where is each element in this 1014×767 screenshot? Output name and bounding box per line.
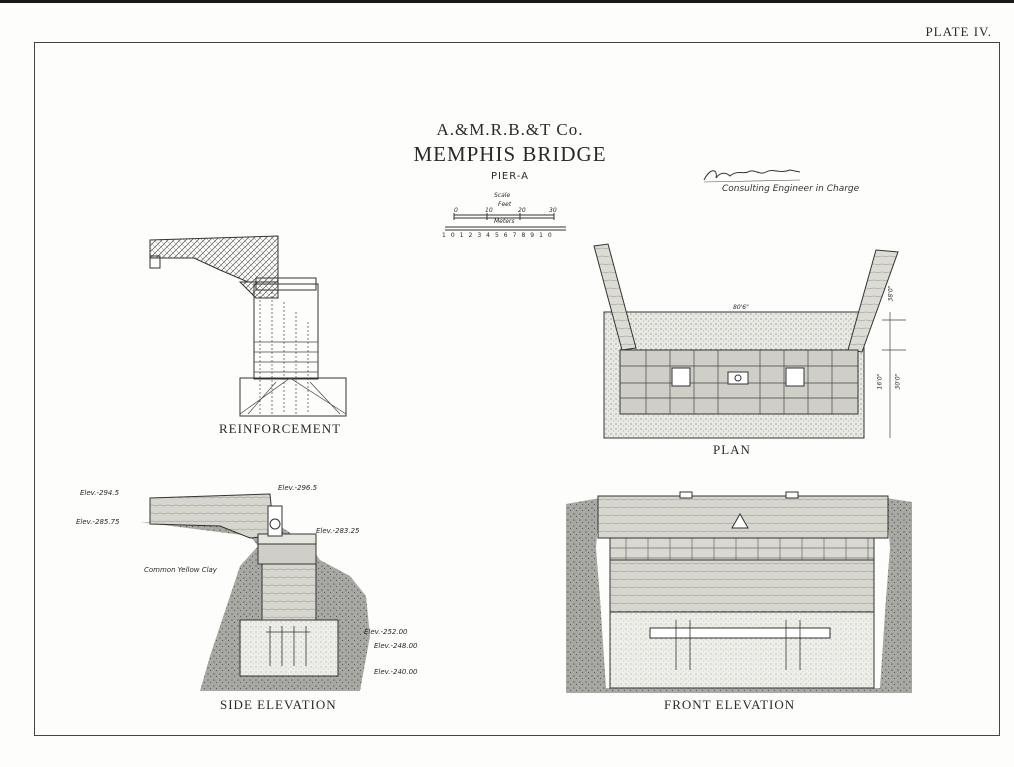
- pier-label: PIER-A: [490, 171, 530, 182]
- meter-tick: 9: [530, 232, 540, 239]
- front-elevation-drawing: [566, 491, 912, 693]
- elev-252-label: Elev.-252.00: [364, 628, 408, 636]
- meter-tick: 1: [442, 232, 451, 239]
- meter-tick: 4: [486, 232, 495, 239]
- engineer-role: Consulting Engineer in Charge: [722, 184, 860, 194]
- front-elevation-title: FRONT ELEVATION: [664, 697, 796, 712]
- meter-tick: 3: [477, 232, 487, 239]
- plan-title: PLAN: [713, 442, 751, 457]
- meter-tick: 0: [450, 232, 460, 239]
- company-name: A.&M.R.B.&T Co.: [436, 120, 584, 139]
- meter-tick: 7: [512, 232, 522, 239]
- meter-tick: 2: [468, 232, 478, 239]
- elev-294-label: Elev.-294.5: [80, 489, 120, 497]
- meter-tick: 8: [521, 232, 531, 239]
- feet-tick-0: 0: [454, 207, 458, 214]
- meter-tick: 10: [539, 232, 557, 239]
- title-block: A.&M.R.B.&T Co. MEMPHIS BRIDGE PIER-A: [360, 120, 660, 182]
- feet-tick-2: 20: [518, 207, 526, 214]
- plan-dim-b: 16'0": [876, 373, 884, 390]
- plate-number: PLATE IV.: [925, 24, 992, 39]
- feet-tick-3: 30: [549, 207, 557, 214]
- scale-bar: [445, 213, 566, 231]
- meter-ticks: 1012345678910: [442, 232, 557, 239]
- meter-tick: 5: [494, 232, 504, 239]
- drawing-frame: [34, 42, 1000, 736]
- top-border-line: [0, 0, 1014, 3]
- feet-label: Feet: [498, 201, 512, 208]
- scale-label: Scale: [494, 192, 511, 199]
- meter-tick: 1: [459, 232, 469, 239]
- side-elevation-drawing: [140, 493, 370, 691]
- reinforcement-drawing: [149, 235, 347, 417]
- elev-283-label: Elev.-283.25: [316, 527, 360, 535]
- side-elevation-title: SIDE ELEVATION: [220, 697, 337, 712]
- reinforcement-title: REINFORCEMENT: [219, 421, 342, 436]
- plan-width-dim: 80'6": [733, 304, 749, 311]
- feet-tick-1: 10: [485, 207, 493, 214]
- meters-label: Meters: [494, 218, 515, 225]
- elev-285-label: Elev.-285.75: [76, 518, 120, 526]
- elev-296-label: Elev.-296.5: [278, 484, 318, 492]
- elev-248-label: Elev.-248.00: [374, 642, 418, 650]
- plan-dim-a: 38'0": [887, 285, 895, 302]
- soil-label: Common Yellow Clay: [144, 566, 217, 574]
- bridge-title: MEMPHIS BRIDGE: [413, 142, 607, 166]
- elev-240-label: Elev.-240.00: [374, 668, 418, 676]
- meter-tick: 6: [503, 232, 513, 239]
- plan-drawing: [593, 243, 906, 439]
- plan-dim-c: 30'0": [894, 373, 902, 390]
- signature-scribble: [703, 169, 801, 183]
